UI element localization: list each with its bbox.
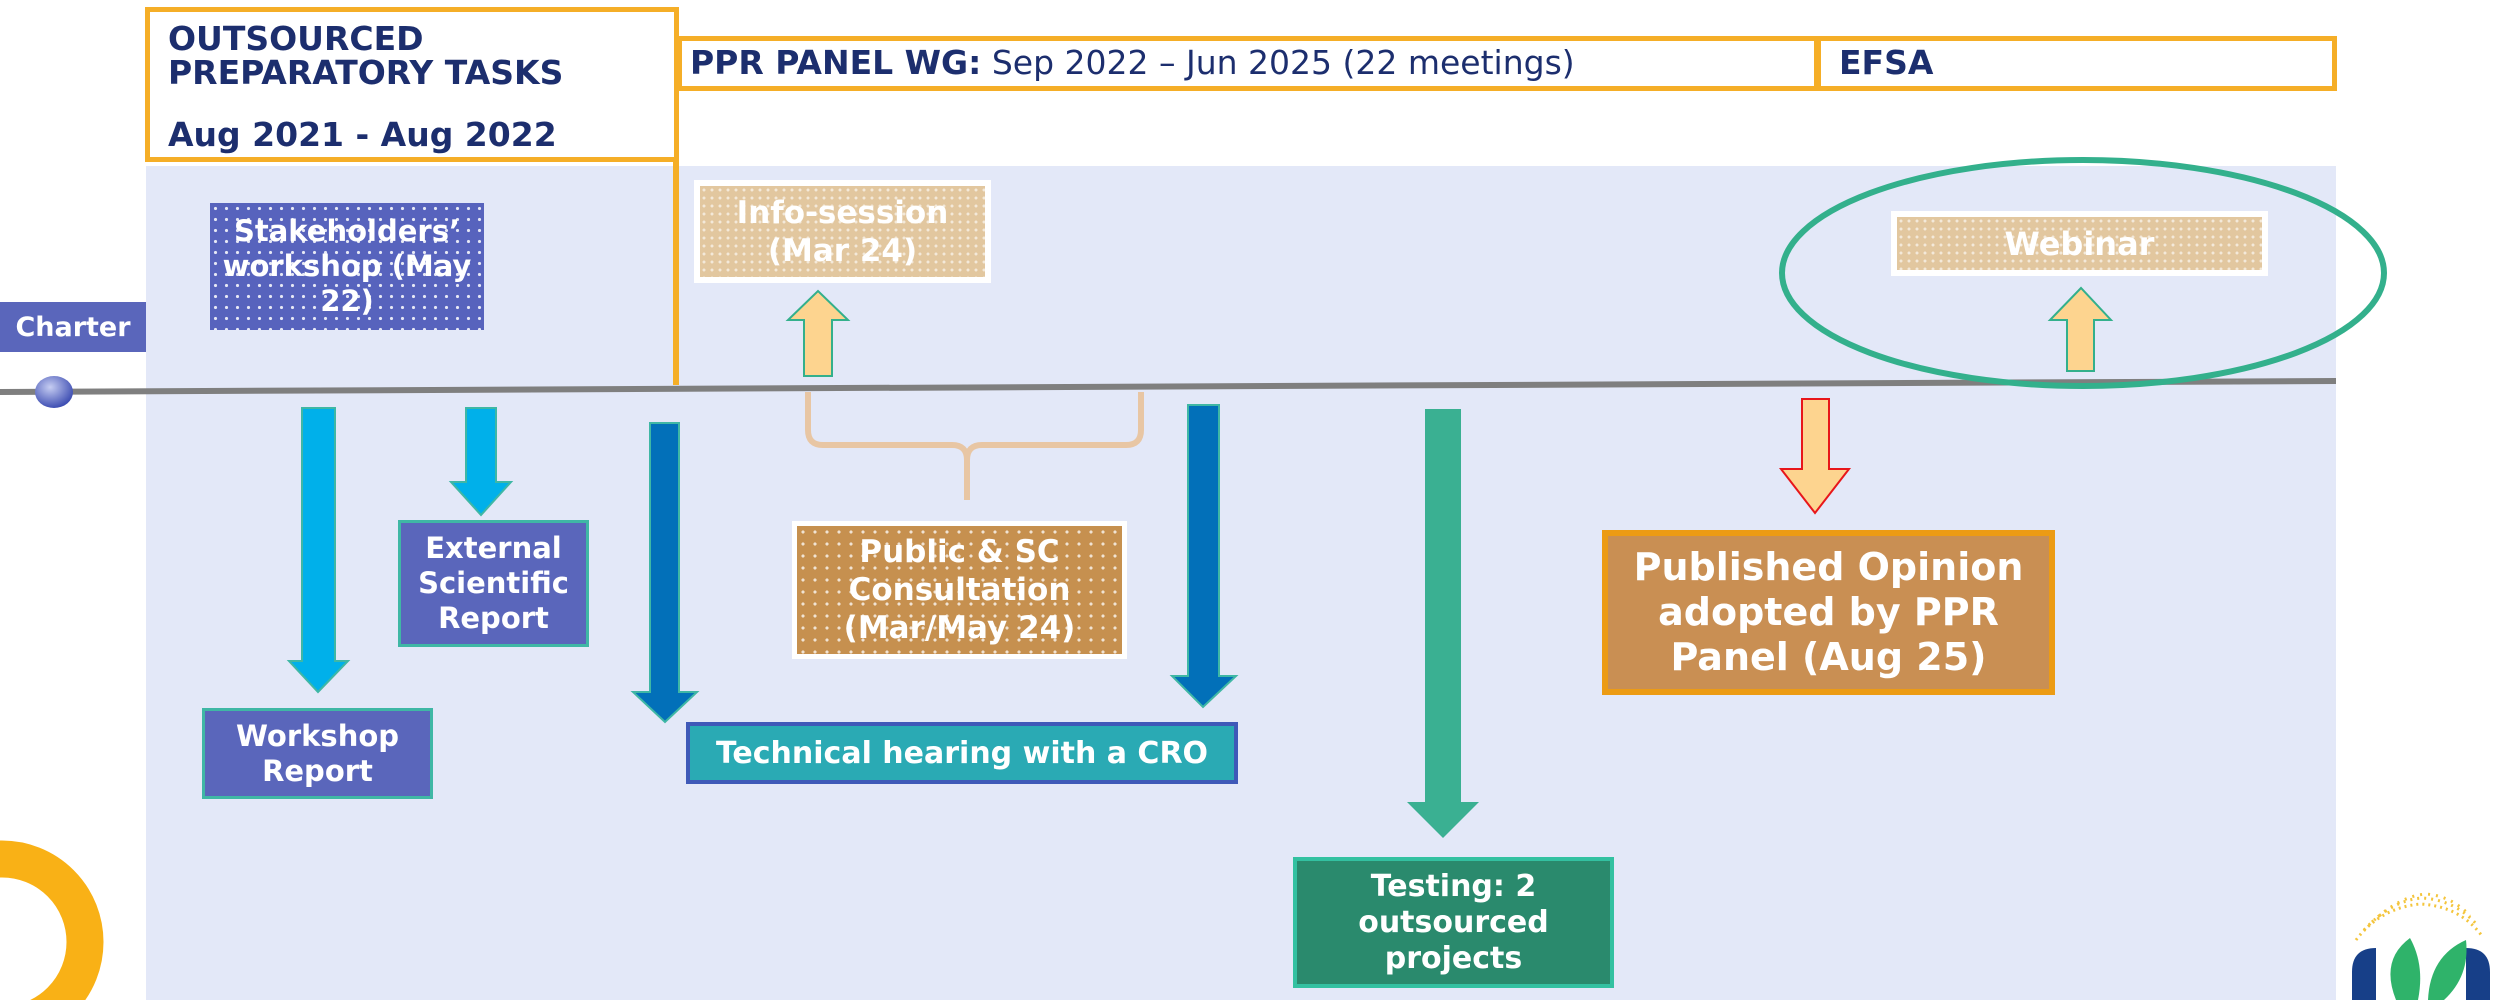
consultation-brace xyxy=(805,392,1144,500)
arrow-to-technical-hearing-left xyxy=(630,422,700,724)
outsourced-divider-line xyxy=(673,160,679,385)
published-opinion-box: Published Opinion adopted by PPR Panel (… xyxy=(1602,530,2055,695)
testing-box: Testing: 2 outsourced projects xyxy=(1293,857,1614,988)
technical-hearing-box: Technical hearing with a CRO xyxy=(686,722,1238,784)
arrow-to-external-report xyxy=(448,407,514,517)
arrow-to-workshop-report xyxy=(286,407,351,694)
efsa-logo-mark xyxy=(2352,892,2490,1000)
timeline-line xyxy=(0,378,2337,395)
external-scientific-report-box: External Scientific Report xyxy=(398,520,589,647)
webinar-box: Webinar xyxy=(1891,211,2268,276)
ppr-panel-header: PPR PANEL WG: Sep 2022 – Jun 2025 (22 me… xyxy=(677,36,1819,91)
ppr-panel-dates: Sep 2022 – Jun 2025 (22 meetings) xyxy=(981,43,1575,82)
public-consultation-box: Public & SC Consultation (Mar/May 24) xyxy=(792,521,1127,659)
arrow-to-testing xyxy=(1407,409,1479,838)
outsourced-tasks-title: OUTSOURCED PREPARATORY TASKS xyxy=(168,19,564,92)
webinar-highlight-ellipse xyxy=(1779,157,2387,389)
arrow-to-info-session xyxy=(785,289,851,377)
outsourced-tasks-header: OUTSOURCED PREPARATORY TASKS Aug 2021 - … xyxy=(145,7,679,162)
workshop-report-box: Workshop Report xyxy=(202,708,433,799)
ppr-panel-label: PPR PANEL WG: xyxy=(690,43,982,82)
decorative-ring xyxy=(0,840,104,1000)
efsa-header: EFSA xyxy=(1816,36,2337,91)
arrow-to-published-opinion xyxy=(1778,398,1852,515)
outsourced-tasks-dates: Aug 2021 - Aug 2022 xyxy=(168,115,557,154)
arrow-to-webinar xyxy=(2047,286,2114,372)
arrow-to-technical-hearing-right xyxy=(1169,404,1239,709)
timeline-start-dot xyxy=(35,376,73,408)
info-session-box: Info-session (Mar 24) xyxy=(694,180,991,283)
stakeholders-workshop-box: Stakeholders’ workshop (May 22) xyxy=(210,203,484,330)
charter-label: Charter xyxy=(0,302,146,352)
